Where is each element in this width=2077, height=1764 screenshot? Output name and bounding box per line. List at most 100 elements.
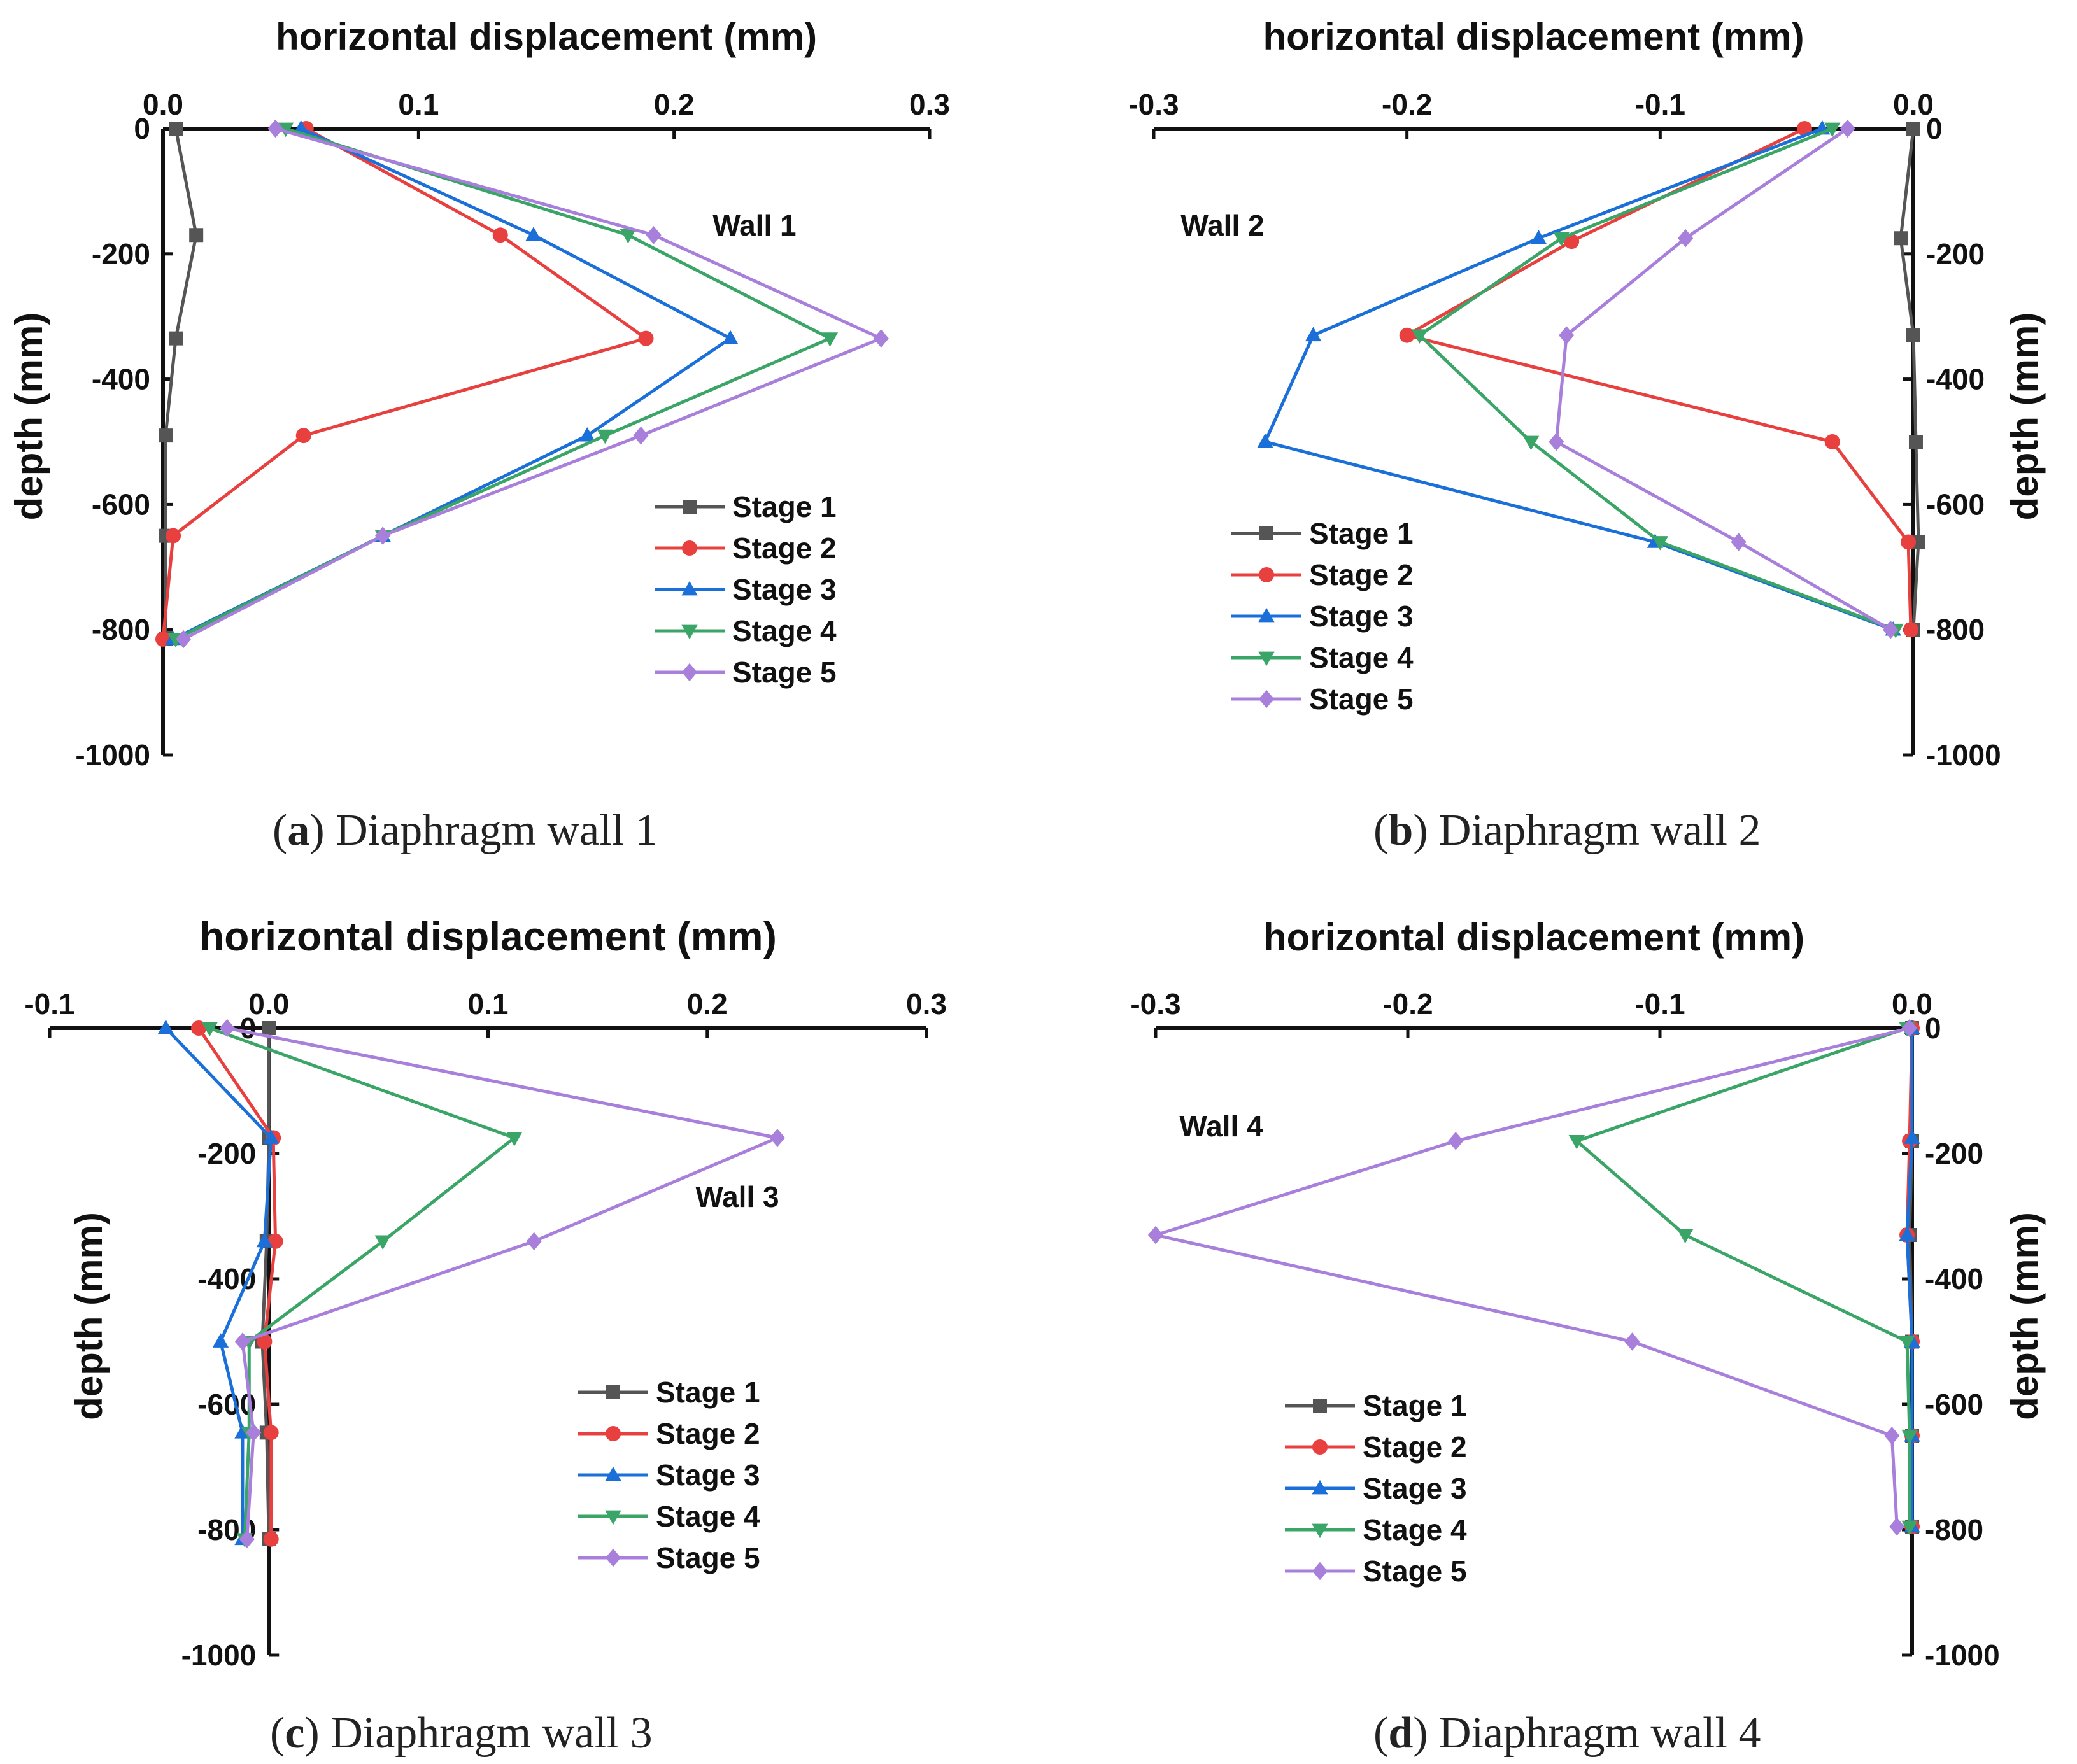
- wall-annotation: Wall 1: [712, 209, 796, 242]
- panel-caption: (c) Diaphragm wall 3: [270, 1709, 653, 1758]
- y-tick-label: -200: [197, 1137, 256, 1170]
- data-point-stage-2: [1903, 622, 1919, 638]
- data-point-stage-4: [1553, 232, 1570, 247]
- legend-label-stage-2: Stage 2: [1309, 558, 1414, 591]
- data-point-stage-5: [1883, 620, 1899, 639]
- data-point-stage-5: [1549, 432, 1564, 451]
- x-tick-label: -0.1: [1634, 987, 1685, 1020]
- wall-annotation: Wall 2: [1180, 209, 1264, 242]
- data-point-stage-1: [1906, 328, 1920, 342]
- x-axis-title: horizontal displacement (mm): [1263, 916, 1804, 959]
- legend-label-stage-5: Stage 5: [1363, 1555, 1467, 1588]
- data-point-stage-5: [375, 526, 391, 545]
- legend-label-stage-1: Stage 1: [1309, 517, 1414, 550]
- data-point-stage-1: [1894, 231, 1908, 246]
- legend-marker-stage-5: [605, 1548, 621, 1567]
- legend-label-stage-5: Stage 5: [1309, 682, 1414, 716]
- data-point-stage-4: [374, 1235, 391, 1250]
- data-point-stage-5: [1731, 533, 1747, 551]
- data-point-stage-5: [1678, 229, 1694, 248]
- data-point-stage-4: [1676, 1229, 1694, 1244]
- legend-marker-stage-3: [1312, 1479, 1328, 1495]
- series-line-stage-1: [260, 1028, 271, 1539]
- data-point-stage-1: [262, 1021, 276, 1035]
- data-point-stage-5: [239, 1530, 255, 1549]
- y-tick-label: 0: [134, 112, 150, 145]
- data-point-stage-2: [263, 1425, 279, 1441]
- x-tick-label: 0.3: [909, 88, 950, 121]
- y-axis-title: depth (mm): [67, 1212, 110, 1420]
- x-tick-label: 0.3: [906, 987, 947, 1020]
- data-point-stage-5: [1559, 326, 1575, 345]
- y-tick-label: -400: [1925, 1262, 1983, 1295]
- series-line-stage-3: [164, 1027, 273, 1539]
- series-line-stage-2: [1403, 127, 1913, 630]
- data-point-stage-4: [1568, 1134, 1585, 1150]
- data-point-stage-5: [769, 1129, 786, 1147]
- data-point-stage-5: [633, 426, 649, 445]
- panel-caption: (d) Diaphragm wall 4: [1373, 1709, 1761, 1758]
- legend-marker-stage-5: [1258, 689, 1275, 709]
- data-point-stage-4: [1411, 329, 1428, 344]
- data-point-stage-3: [722, 330, 739, 344]
- data-point-stage-2: [295, 428, 311, 444]
- legend-marker-stage-4: [605, 1510, 621, 1525]
- data-point-stage-3: [1904, 1129, 1920, 1144]
- legend-label-stage-4: Stage 4: [656, 1500, 760, 1533]
- data-point-stage-5: [646, 225, 662, 244]
- data-point-stage-2: [166, 528, 181, 544]
- data-point-stage-1: [159, 428, 173, 443]
- series-line-stage-4: [1417, 127, 1897, 632]
- y-tick-label: -200: [1926, 237, 1985, 271]
- data-point-stage-1: [189, 228, 204, 243]
- x-tick-label: -0.1: [24, 987, 74, 1020]
- legend-marker-stage-2: [606, 1426, 621, 1441]
- data-point-stage-1: [1906, 122, 1920, 136]
- y-tick-label: 0: [1925, 1012, 1941, 1045]
- series-line-stage-5: [227, 1026, 783, 1539]
- data-point-stage-5: [176, 630, 192, 649]
- legend-marker-stage-1: [683, 500, 697, 514]
- y-axis-title: depth (mm): [8, 313, 50, 521]
- legend-marker-stage-2: [1312, 1439, 1328, 1455]
- x-tick-label: 0.2: [687, 987, 728, 1020]
- legend-label-stage-2: Stage 2: [656, 1417, 760, 1450]
- series-line-stage-2: [161, 127, 650, 640]
- x-tick-label: -0.2: [1382, 987, 1433, 1020]
- y-tick-label: -1000: [1926, 738, 2001, 772]
- data-point-stage-5: [1901, 1019, 1918, 1038]
- data-point-stage-5: [267, 119, 283, 138]
- series-line-stage-1: [164, 128, 198, 639]
- data-point-stage-3: [1899, 1226, 1915, 1241]
- x-tick-label: -0.3: [1130, 987, 1180, 1020]
- legend-label-stage-4: Stage 4: [732, 614, 837, 647]
- y-tick-label: -600: [197, 1388, 256, 1421]
- data-point-stage-3: [579, 427, 595, 442]
- data-point-stage-5: [873, 329, 889, 348]
- y-axis-title: depth (mm): [2003, 1212, 2046, 1420]
- series-line-stage-5: [1554, 127, 1892, 632]
- x-tick-label: 0.0: [1892, 987, 1932, 1020]
- data-point-stage-4: [620, 229, 637, 244]
- legend-marker-stage-4: [1258, 651, 1275, 667]
- series-line-stage-3: [172, 127, 734, 641]
- data-point-stage-5: [526, 1232, 542, 1251]
- legend-label-stage-4: Stage 4: [1309, 641, 1414, 674]
- legend-label-stage-5: Stage 5: [656, 1541, 760, 1574]
- y-axis-title: depth (mm): [2003, 313, 2046, 521]
- legend-label-stage-3: Stage 3: [732, 573, 837, 606]
- y-tick-label: -800: [92, 613, 150, 646]
- x-tick-label: 0.2: [654, 88, 695, 121]
- data-point-stage-5: [234, 1332, 251, 1351]
- data-point-stage-2: [267, 1233, 283, 1249]
- data-point-stage-2: [1901, 534, 1917, 550]
- data-point-stage-3: [256, 1232, 273, 1248]
- data-point-stage-1: [1908, 435, 1923, 449]
- legend-marker-stage-2: [682, 540, 697, 556]
- data-point-stage-3: [525, 227, 542, 241]
- data-point-stage-5: [1624, 1332, 1640, 1351]
- series-line-stage-3: [1905, 1028, 1914, 1527]
